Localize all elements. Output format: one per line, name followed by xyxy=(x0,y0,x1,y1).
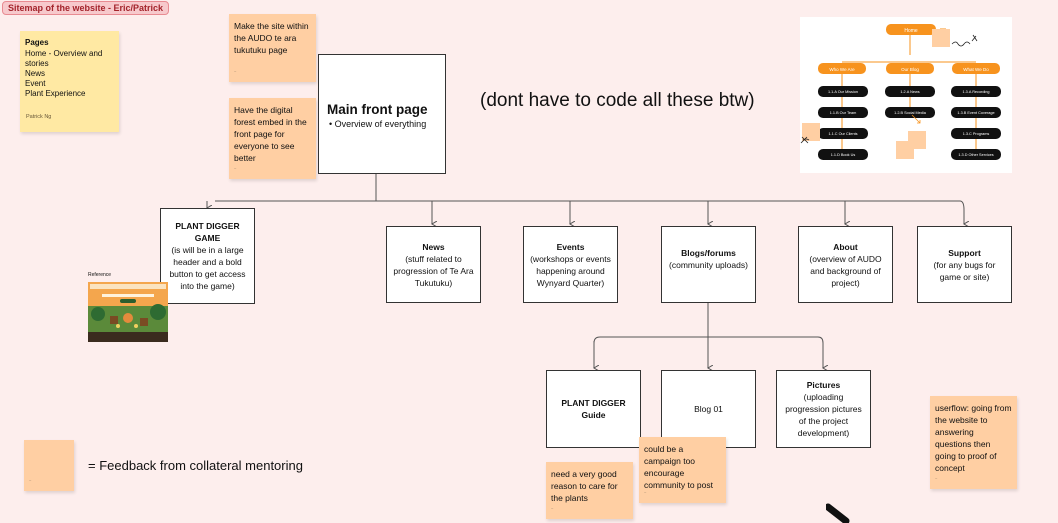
sitemap-item-label: 1.1.A Our Mission xyxy=(828,90,858,94)
sitemap-column-head-label: Our Blog xyxy=(901,67,919,72)
feedback-note-userflow[interactable]: userflow: going from the website to answ… xyxy=(930,396,1017,489)
sitemap-column-head-label: Who We Are xyxy=(829,67,855,72)
feedback-note-text: userflow: going from the website to answ… xyxy=(935,403,1012,473)
node-title: PLANT DIGGER Guide xyxy=(561,398,626,420)
node-news[interactable]: News (stuff related to progression of Te… xyxy=(386,226,481,303)
sitemap-column-head xyxy=(952,63,1000,74)
coding-note-text[interactable]: (dont have to code all these btw) xyxy=(480,90,755,111)
node-desc: (overview of AUDO and background of proj… xyxy=(809,253,882,288)
sitemap-item xyxy=(951,107,1001,118)
pages-note-line: Home - Overview and stories xyxy=(25,49,103,68)
node-desc: (for any bugs for game or site) xyxy=(933,259,996,282)
sitemap-sticky xyxy=(932,29,950,47)
node-desc: (workshops or events happening around Wy… xyxy=(530,253,611,288)
legend-text: = Feedback from collateral mentoring xyxy=(88,458,303,473)
node-plant-digger-game[interactable]: PLANT DIGGER GAME (is will be in a large… xyxy=(160,208,255,304)
scribble-icon xyxy=(951,34,978,47)
sitemap-item xyxy=(951,86,1001,97)
sitemap-item-label: 1.1.C Our Clients xyxy=(828,132,857,136)
feedback-note-good-reason[interactable]: need a very good reason to care for the … xyxy=(546,462,633,519)
reference-label: Reference xyxy=(88,272,112,278)
main-page-title: Main front page xyxy=(327,102,428,117)
sitemap-item xyxy=(818,128,868,139)
sitemap-sticky xyxy=(802,123,820,141)
node-pictures[interactable]: Pictures (uploading progression pictures… xyxy=(776,370,871,448)
sitemap-item-label: 1.2.B Social Media xyxy=(894,111,927,115)
node-desc: (community uploads) xyxy=(669,260,748,270)
sitemap-column-head xyxy=(886,63,934,74)
note-signature: ~ xyxy=(935,476,938,481)
pages-note-line: Event xyxy=(25,79,46,88)
reference-drawing xyxy=(88,282,168,342)
node-events[interactable]: Events (workshops or events happening ar… xyxy=(523,226,618,303)
feedback-note-site-within[interactable]: Make the site within the AUDO te ara tuk… xyxy=(229,14,316,82)
sitemap-reference-drawing: Home Who We Are Our Blog What We Do 1.1.… xyxy=(800,24,1001,160)
node-title: PLANT DIGGER GAME xyxy=(175,221,240,243)
node-about[interactable]: About (overview of AUDO and background o… xyxy=(798,226,893,303)
sitemap-home-label: Home xyxy=(904,28,918,34)
scribble-icon xyxy=(800,136,810,144)
sitemap-sticky xyxy=(896,141,914,159)
sitemap-item xyxy=(885,107,935,118)
node-desc: (is will be in a large header and a bold… xyxy=(169,245,246,291)
node-plant-digger-guide[interactable]: PLANT DIGGER Guide xyxy=(546,370,641,448)
sitemap-item xyxy=(951,128,1001,139)
sitemap-item-label: 1.3.C Programs xyxy=(963,132,990,136)
note-signature: ~ xyxy=(29,478,32,483)
node-desc: (uploading progression pictures of the p… xyxy=(785,392,862,438)
note-signature: ~ xyxy=(234,166,237,171)
sitemap-item-label: 1.1.D Book Us xyxy=(831,153,856,157)
pages-note-title: Pages xyxy=(25,38,49,47)
node-title: Pictures xyxy=(806,380,841,390)
sitemap-item xyxy=(818,149,868,160)
sitemap-item-label: 1.1.B Our Team xyxy=(830,111,857,115)
pages-sticky-note[interactable]: Pages Home - Overview and stories News E… xyxy=(20,31,119,132)
sitemap-column-head xyxy=(818,63,866,74)
main-page-bullet-text: Overview of everything xyxy=(334,119,427,129)
sitemap-item-label: 1.2.A News xyxy=(900,90,919,94)
sitemap-item xyxy=(818,86,868,97)
sitemap-item-label: 1.3.D Other Services xyxy=(958,153,993,157)
sitemap-item xyxy=(818,107,868,118)
node-title: Blogs/forums xyxy=(681,248,736,258)
pen-cursor-icon xyxy=(826,503,850,523)
arrow-icon xyxy=(911,114,921,124)
node-blog-01[interactable]: Blog 01 xyxy=(661,370,756,448)
frame-label[interactable]: Sitemap of the website - Eric/Patrick xyxy=(2,1,170,15)
feedback-note-text: could be a campaign too encourage commun… xyxy=(644,444,713,490)
note-signature: ~ xyxy=(234,69,237,74)
pages-note-line: Plant Experience xyxy=(25,89,86,98)
node-desc: Blog 01 xyxy=(694,404,723,414)
feedback-note-text: Make the site within the AUDO te ara tuk… xyxy=(234,21,309,55)
feedback-note-text: Have the digital forest embed in the fro… xyxy=(234,105,307,163)
sitemap-item-label: 1.3.A Recording xyxy=(962,90,989,94)
sitemap-reference-image[interactable]: Home Who We Are Our Blog What We Do 1.1.… xyxy=(800,17,1012,173)
node-title: About xyxy=(833,241,858,252)
node-support[interactable]: Support (for any bugs for game or site) xyxy=(917,226,1012,303)
feedback-note-digital-forest[interactable]: Have the digital forest embed in the fro… xyxy=(229,98,316,179)
node-title: News xyxy=(422,241,445,252)
node-blogs-forums[interactable]: Blogs/forums (community uploads) xyxy=(661,226,756,303)
sitemap-item xyxy=(885,86,935,97)
sitemap-home-node xyxy=(886,24,936,35)
pages-note-line: News xyxy=(25,69,46,78)
sitemap-item-label: 1.3.B Event Coverage xyxy=(957,111,994,115)
legend-swatch: ~ xyxy=(24,440,74,491)
node-title: Events xyxy=(556,241,585,252)
feedback-note-campaign[interactable]: could be a campaign too encourage commun… xyxy=(639,437,726,503)
node-desc: (stuff related to progression of Te Ara … xyxy=(393,253,474,288)
sitemap-column-head-label: What We Do xyxy=(963,67,989,72)
node-title: Support xyxy=(948,247,981,258)
note-signature: ~ xyxy=(644,490,647,495)
note-signature: ~ xyxy=(551,506,554,511)
main-front-page-box[interactable]: Main front page • Overview of everything xyxy=(318,54,446,174)
main-page-bullet: • Overview of everything xyxy=(329,119,427,129)
feedback-note-text: need a very good reason to care for the … xyxy=(551,469,618,503)
reference-image[interactable] xyxy=(88,282,168,342)
pages-note-author: Patrick Ng xyxy=(26,114,52,120)
sitemap-item xyxy=(951,149,1001,160)
